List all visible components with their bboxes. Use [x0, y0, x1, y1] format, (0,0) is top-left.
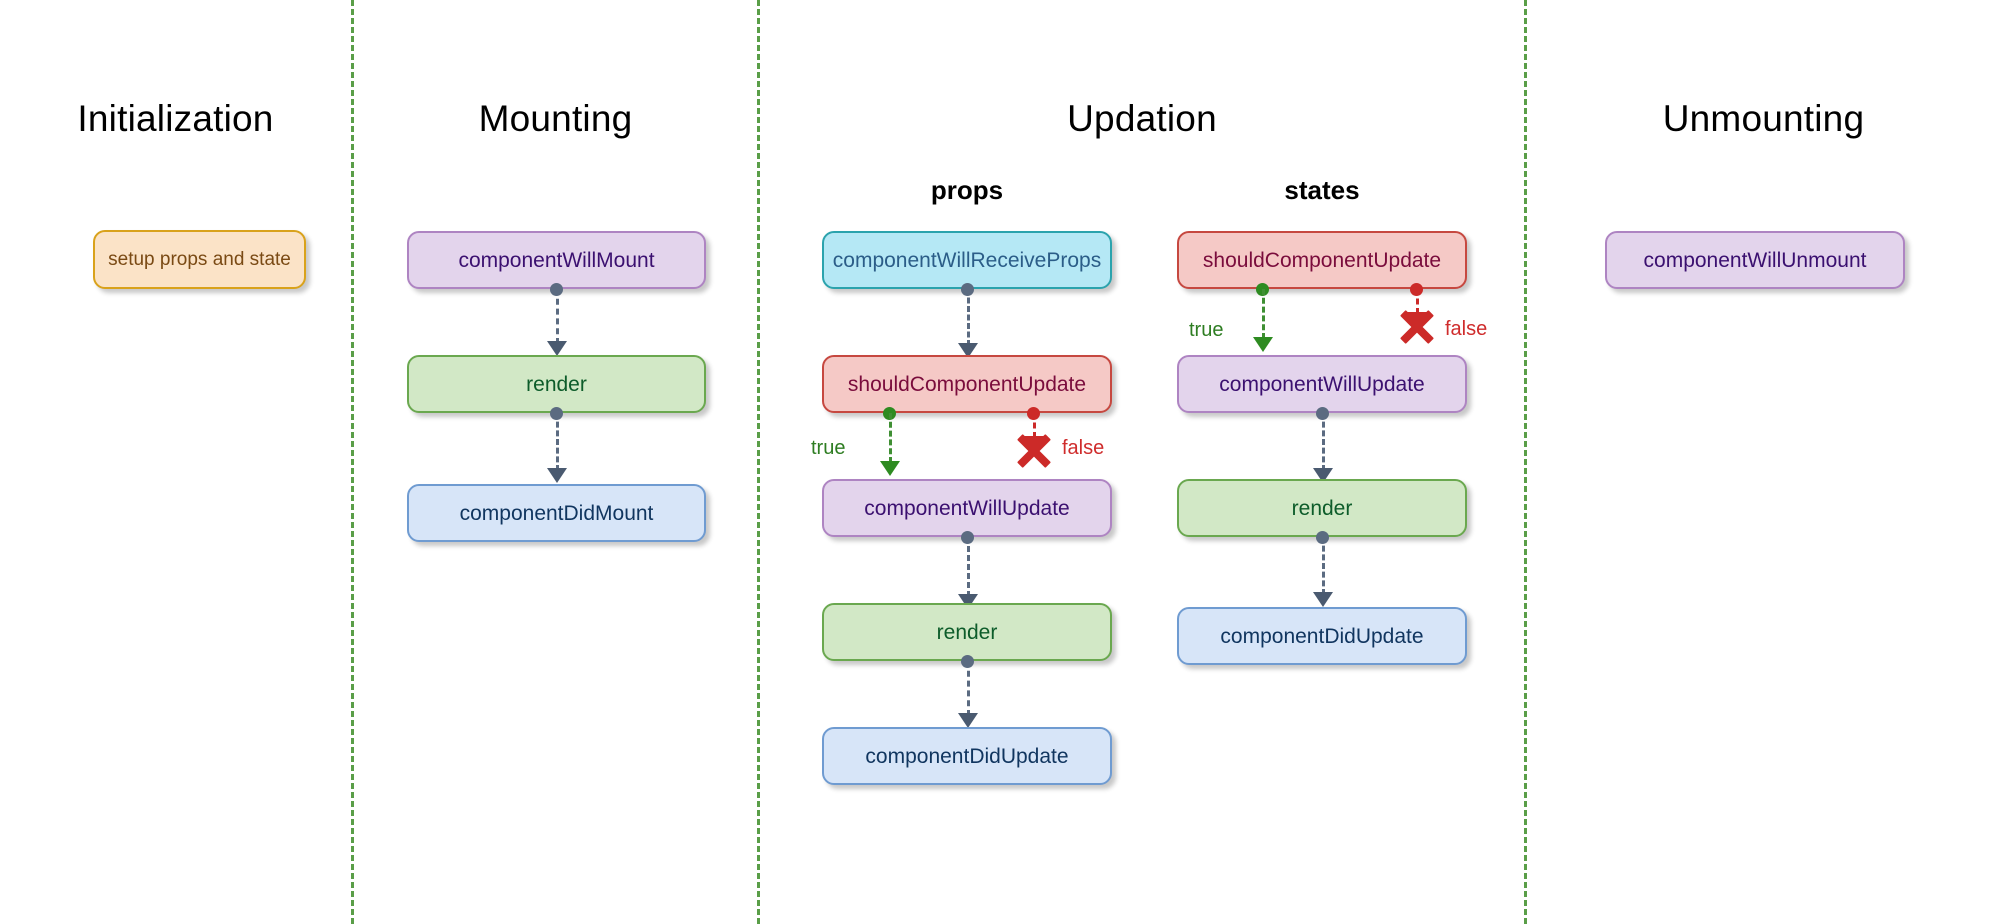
branch-label-states-true: true [1189, 319, 1224, 341]
x-mark-icon-states-false [1397, 307, 1437, 347]
connector-line-mount-1 [556, 289, 559, 344]
node-props-component-did-update[interactable]: componentDidUpdate [822, 727, 1112, 785]
connector-line-props-3 [967, 661, 970, 716]
node-component-will-mount[interactable]: componentWillMount [407, 231, 706, 289]
group-title-props: props [930, 175, 1004, 205]
node-component-will-unmount[interactable]: componentWillUnmount [1605, 231, 1905, 289]
node-props-component-will-update[interactable]: componentWillUpdate [822, 479, 1112, 537]
branch-arrow-states-true [1253, 337, 1273, 352]
branch-arrow-props-true [880, 461, 900, 476]
phase-title-updation: Updation [1067, 98, 1217, 139]
connector-arrow-mount-2 [547, 468, 567, 483]
branch-line-props-false [1033, 413, 1036, 438]
column-divider-1 [351, 0, 354, 924]
connector-line-mount-2 [556, 413, 559, 471]
node-mount-render[interactable]: render [407, 355, 706, 413]
node-props-render[interactable]: render [822, 603, 1112, 661]
x-mark-icon-props-false [1014, 431, 1054, 471]
branch-label-states-false: false [1445, 318, 1488, 340]
node-states-render[interactable]: render [1177, 479, 1467, 537]
branch-line-states-false [1416, 289, 1419, 314]
node-setup-props-and-state[interactable]: setup props and state [93, 230, 306, 289]
phase-title-initialization: Initialization [77, 98, 274, 139]
connector-line-states-1 [1322, 413, 1325, 471]
phase-title-unmounting: Unmounting [1662, 98, 1865, 139]
node-states-component-will-update[interactable]: componentWillUpdate [1177, 355, 1467, 413]
branch-label-props-true: true [811, 437, 846, 459]
connector-line-props-1 [967, 289, 970, 346]
branch-line-props-true [889, 413, 892, 463]
connector-arrow-states-2 [1313, 592, 1333, 607]
connector-arrow-mount-1 [547, 341, 567, 356]
connector-arrow-props-3 [958, 713, 978, 728]
node-component-did-mount[interactable]: componentDidMount [407, 484, 706, 542]
phase-title-mounting: Mounting [478, 98, 633, 139]
group-title-states: states [1284, 175, 1360, 205]
branch-label-props-false: false [1062, 437, 1105, 459]
node-states-component-did-update[interactable]: componentDidUpdate [1177, 607, 1467, 665]
connector-line-props-2 [967, 537, 970, 597]
column-divider-2 [757, 0, 760, 924]
node-component-will-receive-props[interactable]: componentWillReceiveProps [822, 231, 1112, 289]
connector-arrow-props-1 [958, 343, 978, 358]
column-divider-3 [1524, 0, 1527, 924]
branch-line-states-true [1262, 289, 1265, 339]
node-props-should-component-update[interactable]: shouldComponentUpdate [822, 355, 1112, 413]
connector-line-states-2 [1322, 537, 1325, 595]
node-states-should-component-update[interactable]: shouldComponentUpdate [1177, 231, 1467, 289]
